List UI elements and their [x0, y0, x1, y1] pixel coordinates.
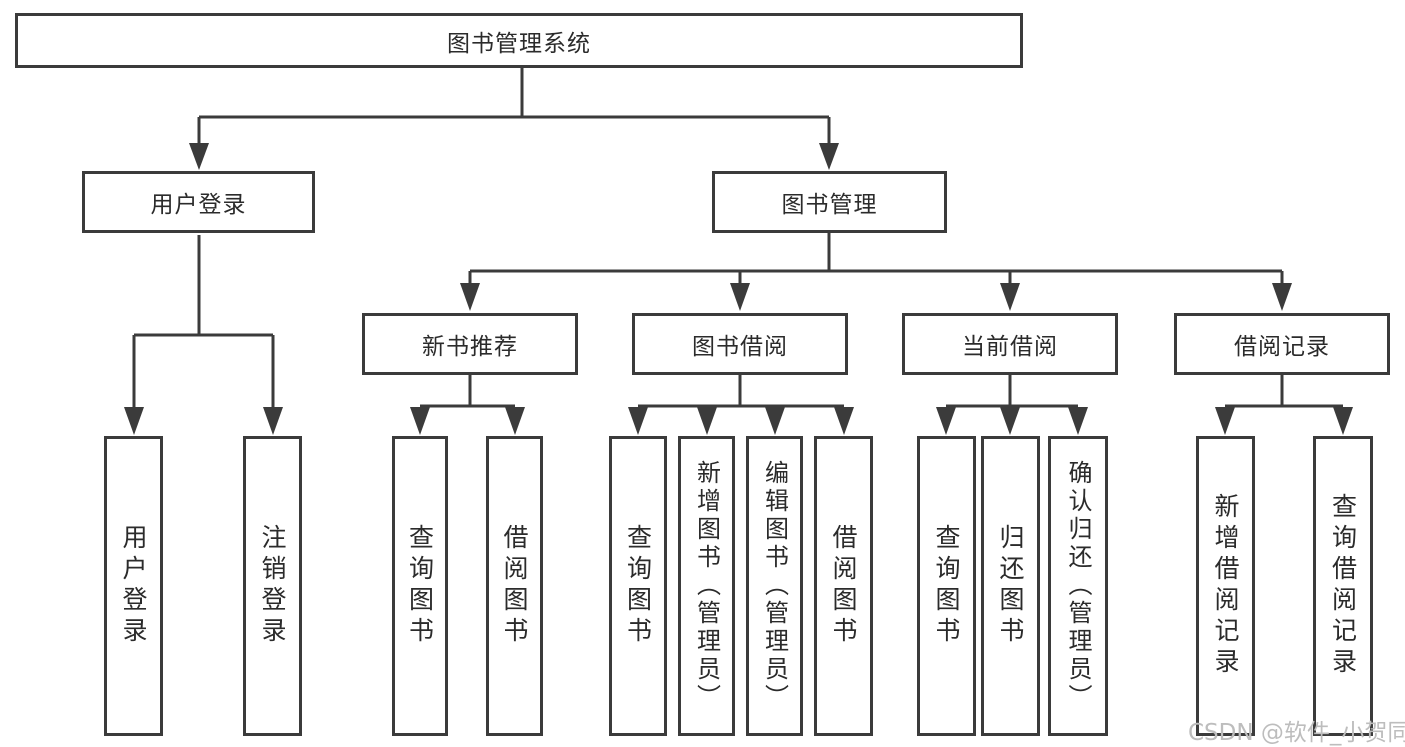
node-leaf-bb-borrow-books: 借阅图书 — [814, 436, 873, 736]
edges-user-login-to-leaves — [124, 235, 283, 435]
node-leaf-bb-query-books: 查询图书 — [609, 436, 667, 736]
node-leaf-br-add-record: 新增借阅记录 — [1196, 436, 1255, 736]
node-leaf-br-add-record-label: 新增借阅记录 — [1211, 493, 1240, 679]
node-current-borrowing: 当前借阅 — [902, 313, 1118, 375]
node-leaf-bb-edit-books-label: 编辑图书（管理员） — [760, 460, 789, 712]
node-user-login: 用户登录 — [82, 171, 315, 233]
node-library-management-system: 图书管理系统 — [15, 13, 1023, 68]
node-leaf-rec-query-books: 查询图书 — [392, 436, 448, 736]
node-book-borrowing-label: 图书借阅 — [692, 334, 788, 360]
node-book-borrowing: 图书借阅 — [632, 313, 848, 375]
node-leaf-cb-confirm-return-label: 确认归还（管理员） — [1064, 460, 1092, 712]
node-leaf-br-query-record: 查询借阅记录 — [1313, 436, 1373, 736]
node-leaf-cb-return-books-label: 归还图书 — [996, 524, 1025, 648]
node-new-book-recommend: 新书推荐 — [362, 313, 578, 375]
edges-book-management-to-level3 — [460, 233, 1292, 311]
node-book-management: 图书管理 — [712, 171, 947, 233]
node-user-login-label: 用户登录 — [150, 192, 247, 218]
node-leaf-bb-query-books-label: 查询图书 — [623, 524, 653, 648]
node-leaf-user-login: 用户登录 — [104, 436, 163, 736]
node-new-book-recommend-label: 新书推荐 — [422, 334, 518, 360]
node-leaf-bb-add-books: 新增图书（管理员） — [678, 436, 735, 736]
watermark: CSDN @软件_小贺同学 — [1188, 720, 1405, 746]
node-leaf-rec-borrow-books-label: 借阅图书 — [500, 524, 529, 648]
node-leaf-bb-edit-books: 编辑图书（管理员） — [746, 436, 803, 736]
node-leaf-br-query-record-label: 查询借阅记录 — [1328, 493, 1358, 679]
node-borrowing-records-label: 借阅记录 — [1234, 334, 1330, 360]
node-leaf-logout-label: 注销登录 — [258, 524, 287, 648]
node-book-management-label: 图书管理 — [781, 192, 878, 218]
node-leaf-bb-borrow-books-label: 借阅图书 — [829, 524, 858, 648]
node-current-borrowing-label: 当前借阅 — [962, 334, 1058, 360]
node-leaf-bb-add-books-label: 新增图书（管理员） — [692, 460, 721, 712]
node-library-management-system-label: 图书管理系统 — [447, 30, 591, 57]
edges-borrowing-records-to-leaves — [1215, 375, 1353, 435]
node-leaf-rec-borrow-books: 借阅图书 — [486, 436, 543, 736]
node-leaf-cb-confirm-return: 确认归还（管理员） — [1048, 436, 1108, 736]
node-leaf-logout: 注销登录 — [243, 436, 302, 736]
node-borrowing-records: 借阅记录 — [1174, 313, 1390, 375]
edges-current-borrowing-to-leaves — [936, 375, 1088, 435]
node-leaf-rec-query-books-label: 查询图书 — [405, 524, 435, 648]
node-leaf-cb-return-books: 归还图书 — [981, 436, 1040, 736]
edges-book-borrowing-to-leaves — [628, 375, 854, 435]
edges-root-to-level2 — [189, 68, 839, 170]
node-leaf-cb-query-books-label: 查询图书 — [932, 524, 961, 648]
edges-new-book-recommend-to-leaves — [410, 375, 525, 435]
node-leaf-user-login-label: 用户登录 — [119, 524, 148, 648]
node-leaf-cb-query-books: 查询图书 — [917, 436, 976, 736]
